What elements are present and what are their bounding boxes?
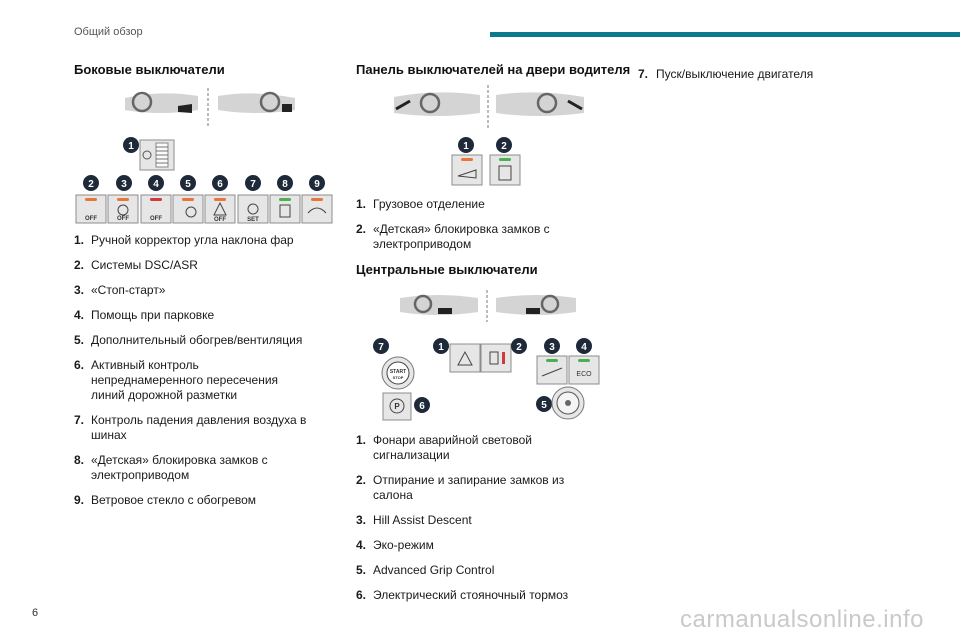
svg-text:9: 9 bbox=[314, 179, 320, 190]
section-title-central-switches: Центральные выключатели bbox=[356, 262, 538, 277]
header-section: Общий обзор bbox=[74, 26, 143, 38]
svg-text:2: 2 bbox=[516, 342, 522, 353]
list-item: 1.Грузовое отделение bbox=[356, 197, 485, 211]
door-switches-list: 1.Грузовое отделение 2.«Детская» блокиро… bbox=[356, 197, 606, 252]
section-title-door-panel: Панель выключателей на двери водителя bbox=[356, 62, 631, 77]
badge-1 bbox=[123, 137, 139, 153]
svg-text:P: P bbox=[394, 402, 400, 411]
list-item: 9.Ветровое стекло с обогревом bbox=[74, 493, 257, 507]
svg-text:OFF: OFF bbox=[150, 216, 162, 222]
svg-text:6: 6 bbox=[217, 179, 223, 190]
side-switches-list: 1.Ручной корректор угла наклона фар 2.Си… bbox=[74, 233, 334, 508]
dashboard-illustration-center bbox=[400, 290, 576, 322]
right-item-number: 7. bbox=[638, 67, 649, 81]
list-item: 3.«Стоп-старт» bbox=[74, 283, 166, 297]
svg-text:START: START bbox=[390, 369, 406, 375]
list-item: 1.Ручной корректор угла наклона фар bbox=[74, 233, 294, 247]
list-item: 1.Фонари аварийной световой сигнализации bbox=[356, 433, 532, 462]
svg-text:2: 2 bbox=[501, 141, 507, 152]
svg-text:ECO: ECO bbox=[576, 371, 592, 378]
list-item: 4.Помощь при парковке bbox=[74, 308, 215, 322]
list-item: 2.«Детская» блокировка замков с электроп… bbox=[356, 222, 550, 251]
svg-text:7: 7 bbox=[250, 179, 256, 190]
dashboard-illustration-door bbox=[394, 85, 584, 129]
svg-text:5: 5 bbox=[541, 400, 547, 411]
svg-text:1: 1 bbox=[438, 342, 444, 353]
svg-text:1: 1 bbox=[463, 141, 469, 152]
watermark: carmanualsonline.info bbox=[680, 606, 924, 633]
list-item: 5.Advanced Grip Control bbox=[356, 563, 495, 577]
central-switch-panel: 7 START STOP P 6 1 2 3 4 ECO 5 bbox=[373, 338, 600, 421]
door-switch-panel: 1 2 bbox=[451, 137, 521, 186]
list-item: 5.Дополнительный обогрев/вентиляция bbox=[74, 333, 303, 347]
list-item: 8.«Детская» блокировка замков с электроп… bbox=[74, 453, 268, 482]
svg-text:3: 3 bbox=[121, 179, 127, 190]
list-item: 7.Контроль падения давления воздуха в ши… bbox=[74, 413, 307, 442]
svg-text:4: 4 bbox=[581, 342, 587, 353]
list-item: 6.Электрический стояночный тормоз bbox=[356, 588, 569, 602]
svg-text:5: 5 bbox=[185, 179, 191, 190]
svg-text:3: 3 bbox=[549, 342, 555, 353]
switch-buttons-row: OFF OFF OFF OFF SET bbox=[75, 194, 333, 224]
svg-text:SET: SET bbox=[247, 217, 259, 223]
central-switches-list: 1.Фонари аварийной световой сигнализации… bbox=[356, 433, 606, 603]
section-title-side-switches: Боковые выключатели bbox=[74, 62, 225, 77]
side-switch-panel: 1 2 3 4 5 6 7 8 9 OFF OFF OFF OFF SET bbox=[75, 137, 333, 224]
svg-text:OFF: OFF bbox=[85, 216, 97, 222]
svg-text:6: 6 bbox=[419, 401, 425, 412]
list-item: 2.Системы DSC/ASR bbox=[74, 258, 198, 272]
svg-text:4: 4 bbox=[153, 179, 159, 190]
svg-text:OFF: OFF bbox=[117, 216, 129, 222]
list-item: 4.Эко-режим bbox=[356, 538, 434, 552]
svg-text:8: 8 bbox=[282, 179, 288, 190]
list-item: 3.Hill Assist Descent bbox=[356, 513, 472, 527]
svg-text:STOP: STOP bbox=[393, 375, 404, 380]
list-item: 6.Активный контроль непреднамеренного пе… bbox=[74, 358, 279, 402]
header-accent-bar bbox=[490, 32, 960, 37]
badges-row: 2 3 4 5 6 7 8 9 bbox=[83, 175, 325, 191]
right-item-text: Пуск/выключение двигателя bbox=[656, 67, 814, 81]
dashboard-illustration-left bbox=[125, 88, 295, 126]
svg-text:1: 1 bbox=[128, 141, 134, 152]
page-number: 6 bbox=[32, 607, 39, 619]
svg-text:OFF: OFF bbox=[214, 217, 226, 223]
svg-text:2: 2 bbox=[88, 179, 94, 190]
svg-text:7: 7 bbox=[378, 342, 384, 353]
list-item: 2.Отпирание и запирание замков из салона bbox=[356, 473, 565, 502]
